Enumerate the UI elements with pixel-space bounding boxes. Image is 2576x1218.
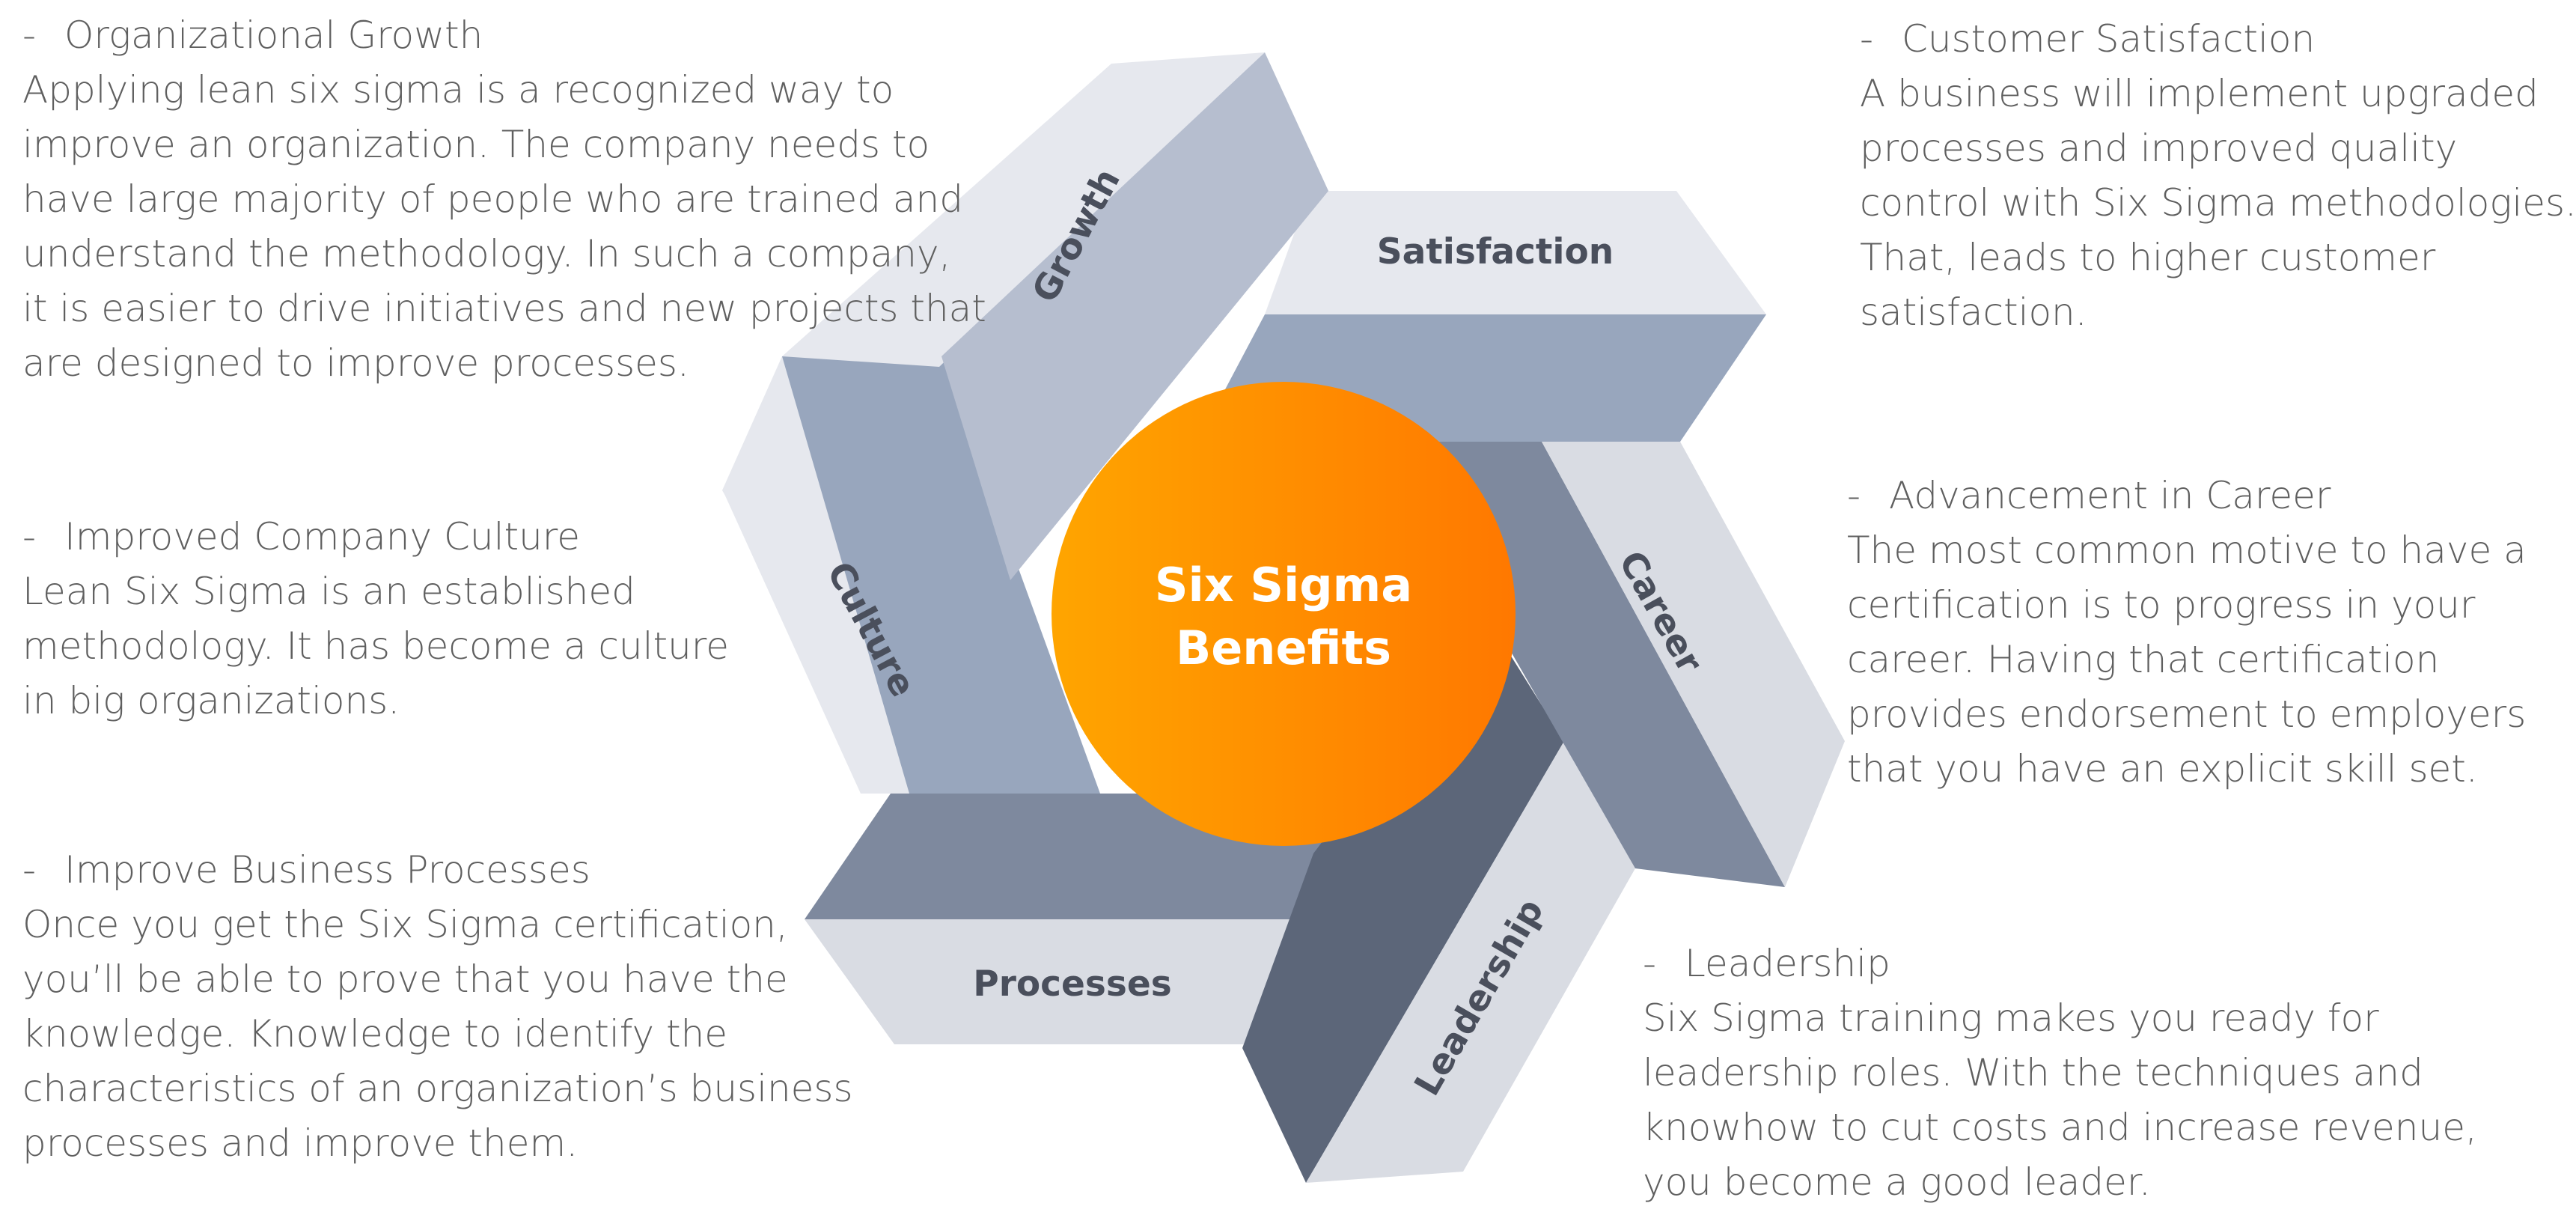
culture-spoke xyxy=(722,356,1100,794)
benefit-heading: -Improve Business Processes xyxy=(22,848,590,892)
growth-spoke xyxy=(782,52,1328,580)
benefit-description: Applying lean six sigma is a recognized … xyxy=(22,63,986,391)
benefit-processes: -Improve Business Processes Once you get… xyxy=(22,842,853,1171)
description-line: knowhow to cut costs and increase revenu… xyxy=(1643,1106,2477,1149)
description-line: improve an organization. The company nee… xyxy=(22,123,930,166)
leadership-spoke xyxy=(1242,621,1635,1183)
processes-front-face xyxy=(805,919,1306,1044)
description-line: Applying lean six sigma is a recognized … xyxy=(22,68,894,112)
description-line: it is easier to drive initiatives and ne… xyxy=(22,287,986,330)
benefit-growth: -Organizational Growth Applying lean six… xyxy=(22,7,986,391)
description-line: A business will implement upgraded xyxy=(1860,72,2539,115)
satisfaction-front-face xyxy=(1265,191,1766,314)
growth-front-face xyxy=(782,52,1265,367)
benefit-heading-text: Organizational Growth xyxy=(64,13,483,57)
description-line: characteristics of an organization’s bus… xyxy=(22,1067,853,1110)
benefit-description: Lean Six Sigma is an established methodo… xyxy=(22,564,729,728)
description-line: processes and improved quality xyxy=(1860,127,2458,170)
benefit-heading-text: Advancement in Career xyxy=(1889,474,2331,517)
benefit-heading: -Improved Company Culture xyxy=(22,515,580,558)
benefit-heading-text: Improved Company Culture xyxy=(64,515,580,558)
description-line: processes and improve them. xyxy=(22,1121,579,1165)
description-line: you become a good leader. xyxy=(1643,1160,2151,1204)
description-line: leadership roles. With the techniques an… xyxy=(1643,1051,2423,1094)
description-line: provides endorsement to employers xyxy=(1847,692,2527,736)
growth-side-face xyxy=(941,52,1328,580)
spoke-label-processes: Processes xyxy=(973,963,1171,1005)
leadership-front-face xyxy=(1306,741,1635,1183)
culture-outer-face xyxy=(722,356,913,794)
benefit-leadership: -Leadership Six Sigma training makes you… xyxy=(1643,936,2477,1210)
description-line: certification is to progress in your xyxy=(1847,583,2476,627)
description-line: Six Sigma training makes you ready for xyxy=(1643,996,2379,1040)
career-spoke xyxy=(1437,442,1845,887)
description-line: The most common motive to have a xyxy=(1847,529,2527,572)
center-circle xyxy=(1052,382,1516,846)
description-line: Lean Six Sigma is an established xyxy=(22,570,635,613)
center-title-line1: Six Sigma xyxy=(1155,558,1412,612)
career-side-face xyxy=(1437,442,1785,887)
description-line: have large majority of people who are tr… xyxy=(22,177,963,221)
benefit-career: -Advancement in Career The most common m… xyxy=(1847,468,2527,797)
benefit-description: A business will implement upgraded proce… xyxy=(1860,67,2576,340)
description-line: understand the methodology. In such a co… xyxy=(22,232,951,275)
description-line: That, leads to higher customer xyxy=(1860,236,2436,279)
benefit-heading-text: Leadership xyxy=(1685,942,1890,985)
center-title-line2: Benefits xyxy=(1176,621,1391,675)
benefit-heading: -Customer Satisfaction xyxy=(1860,17,2316,61)
description-line: in big organizations. xyxy=(22,679,400,722)
description-line: are designed to improve processes. xyxy=(22,341,689,385)
description-line: control with Six Sigma methodologies. xyxy=(1860,181,2576,225)
benefit-culture: -Improved Company Culture Lean Six Sigma… xyxy=(22,509,729,728)
description-line: career. Having that certification xyxy=(1847,638,2440,681)
benefit-description: Six Sigma training makes you ready for l… xyxy=(1643,991,2477,1210)
benefit-heading: -Organizational Growth xyxy=(22,13,483,57)
description-line: knowledge. Knowledge to identify the xyxy=(22,1012,728,1056)
benefit-heading-text: Customer Satisfaction xyxy=(1902,17,2316,61)
career-front-face xyxy=(1542,442,1845,887)
benefit-satisfaction: -Customer Satisfaction A business will i… xyxy=(1860,11,2576,340)
description-line: methodology. It has become a culture xyxy=(22,624,729,668)
description-line: Once you get the Six Sigma certification… xyxy=(22,903,788,946)
culture-side-face xyxy=(782,356,1100,794)
benefit-description: Once you get the Six Sigma certification… xyxy=(22,898,853,1171)
description-line: satisfaction. xyxy=(1860,290,2087,334)
spoke-label-satisfaction: Satisfaction xyxy=(1377,231,1614,272)
benefit-heading: -Advancement in Career xyxy=(1847,474,2331,517)
benefit-heading: -Leadership xyxy=(1643,942,1890,985)
description-line: that you have an explicit skill set. xyxy=(1847,747,2478,791)
benefit-description: The most common motive to have a certifi… xyxy=(1847,523,2527,797)
leadership-side-face xyxy=(1242,621,1564,1183)
description-line: you’ll be able to prove that you have th… xyxy=(22,957,788,1001)
benefit-heading-text: Improve Business Processes xyxy=(64,848,590,892)
